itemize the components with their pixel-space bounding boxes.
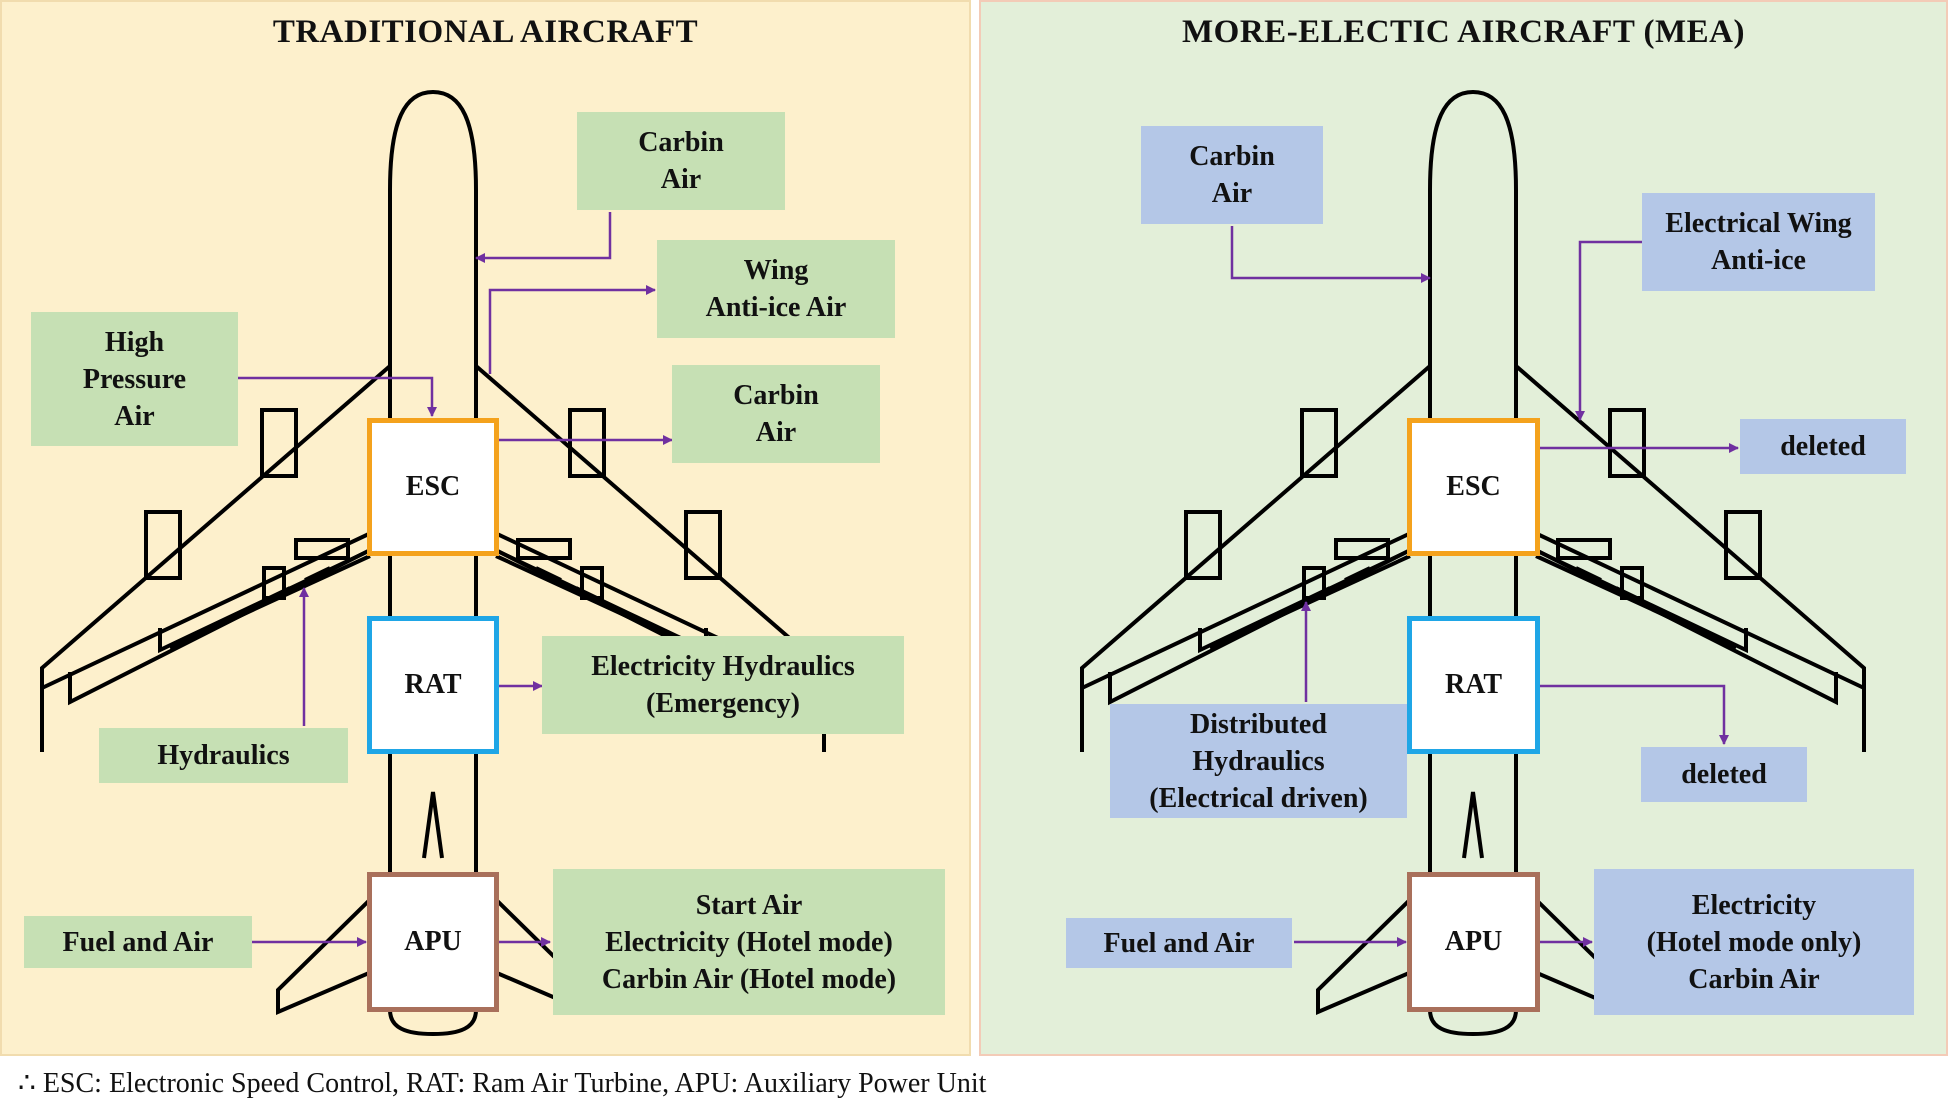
- electricity-hotel-box: Electricity (Hotel mode only) Carbin Air: [1594, 869, 1914, 1015]
- apu-box-left: APU: [367, 872, 499, 1012]
- electricity-hydraulics-box: Electricity Hydraulics (Emergency): [542, 636, 904, 734]
- carbin-air-mid-box: Carbin Air: [672, 365, 880, 463]
- mea-arrows: [1230, 226, 1739, 947]
- distributed-hydraulics-box: Distributed Hydraulics (Electrical drive…: [1110, 704, 1407, 818]
- deleted-esc-box: deleted: [1740, 419, 1906, 474]
- esc-box-left: ESC: [367, 418, 499, 556]
- high-pressure-air-box: High Pressure Air: [31, 312, 238, 446]
- rat-box-right: RAT: [1407, 616, 1540, 754]
- carbin-air-top-box-mea: Carbin Air: [1141, 126, 1323, 224]
- hydraulics-box: Hydraulics: [99, 728, 348, 783]
- electrical-wing-anti-ice-box: Electrical Wing Anti-ice: [1642, 193, 1875, 291]
- deleted-rat-box: deleted: [1641, 747, 1807, 802]
- mea-aircraft-title: MORE-ELECTIC AIRCRAFT (MEA): [1182, 14, 1745, 50]
- start-air-box: Start Air Electricity (Hotel mode) Carbi…: [553, 869, 945, 1015]
- carbin-air-top-box: Carbin Air: [577, 112, 785, 210]
- rat-box-left: RAT: [367, 616, 499, 754]
- fuel-and-air-box-left: Fuel and Air: [24, 916, 252, 968]
- traditional-aircraft-title: TRADITIONAL AIRCRAFT: [272, 14, 699, 50]
- fuel-and-air-box-right: Fuel and Air: [1066, 918, 1292, 968]
- esc-box-right: ESC: [1407, 418, 1540, 556]
- apu-box-right: APU: [1407, 872, 1540, 1012]
- traditional-arrows: [238, 212, 673, 947]
- footnote: ∴ ESC: Electronic Speed Control, RAT: Ra…: [18, 1068, 987, 1099]
- wing-anti-ice-air-box: Wing Anti-ice Air: [657, 240, 895, 338]
